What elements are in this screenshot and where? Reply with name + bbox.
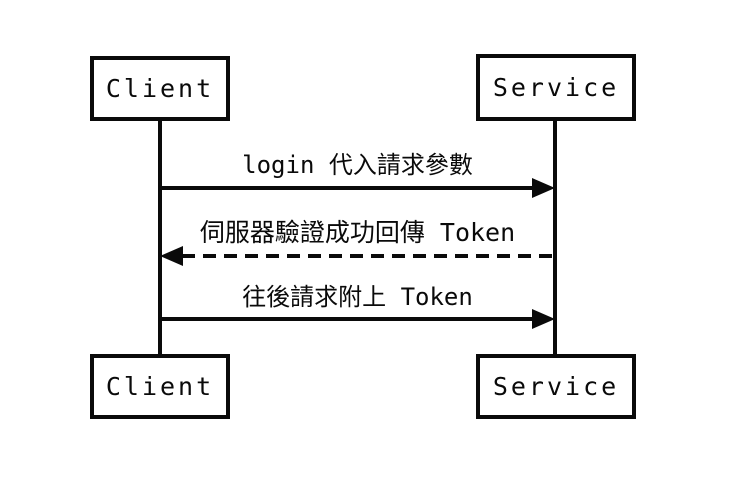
- message-arrow-dashed-left-icon: [160, 246, 555, 266]
- actor-label-client-top: Client: [105, 74, 215, 103]
- lifeline-service: [553, 119, 557, 356]
- message-label-token-attach: 往後請求附上 Token: [242, 283, 473, 311]
- actor-label-service-top: Service: [492, 73, 620, 102]
- message-label-login: login 代入請求參數: [242, 151, 473, 179]
- message-arrow-solid-right-icon: [160, 178, 555, 198]
- message-arrow-solid-right-icon: [160, 309, 555, 329]
- message-label-token-return: 伺服器驗證成功回傳 Token: [199, 218, 516, 247]
- lifeline-client: [158, 119, 162, 356]
- actor-box-service-top: Service: [476, 54, 636, 121]
- actor-label-client-bottom: Client: [105, 372, 215, 401]
- actor-box-client-top: Client: [90, 56, 230, 121]
- actor-label-service-bottom: Service: [492, 372, 620, 401]
- actor-box-service-bottom: Service: [476, 354, 636, 419]
- actor-box-client-bottom: Client: [90, 354, 230, 419]
